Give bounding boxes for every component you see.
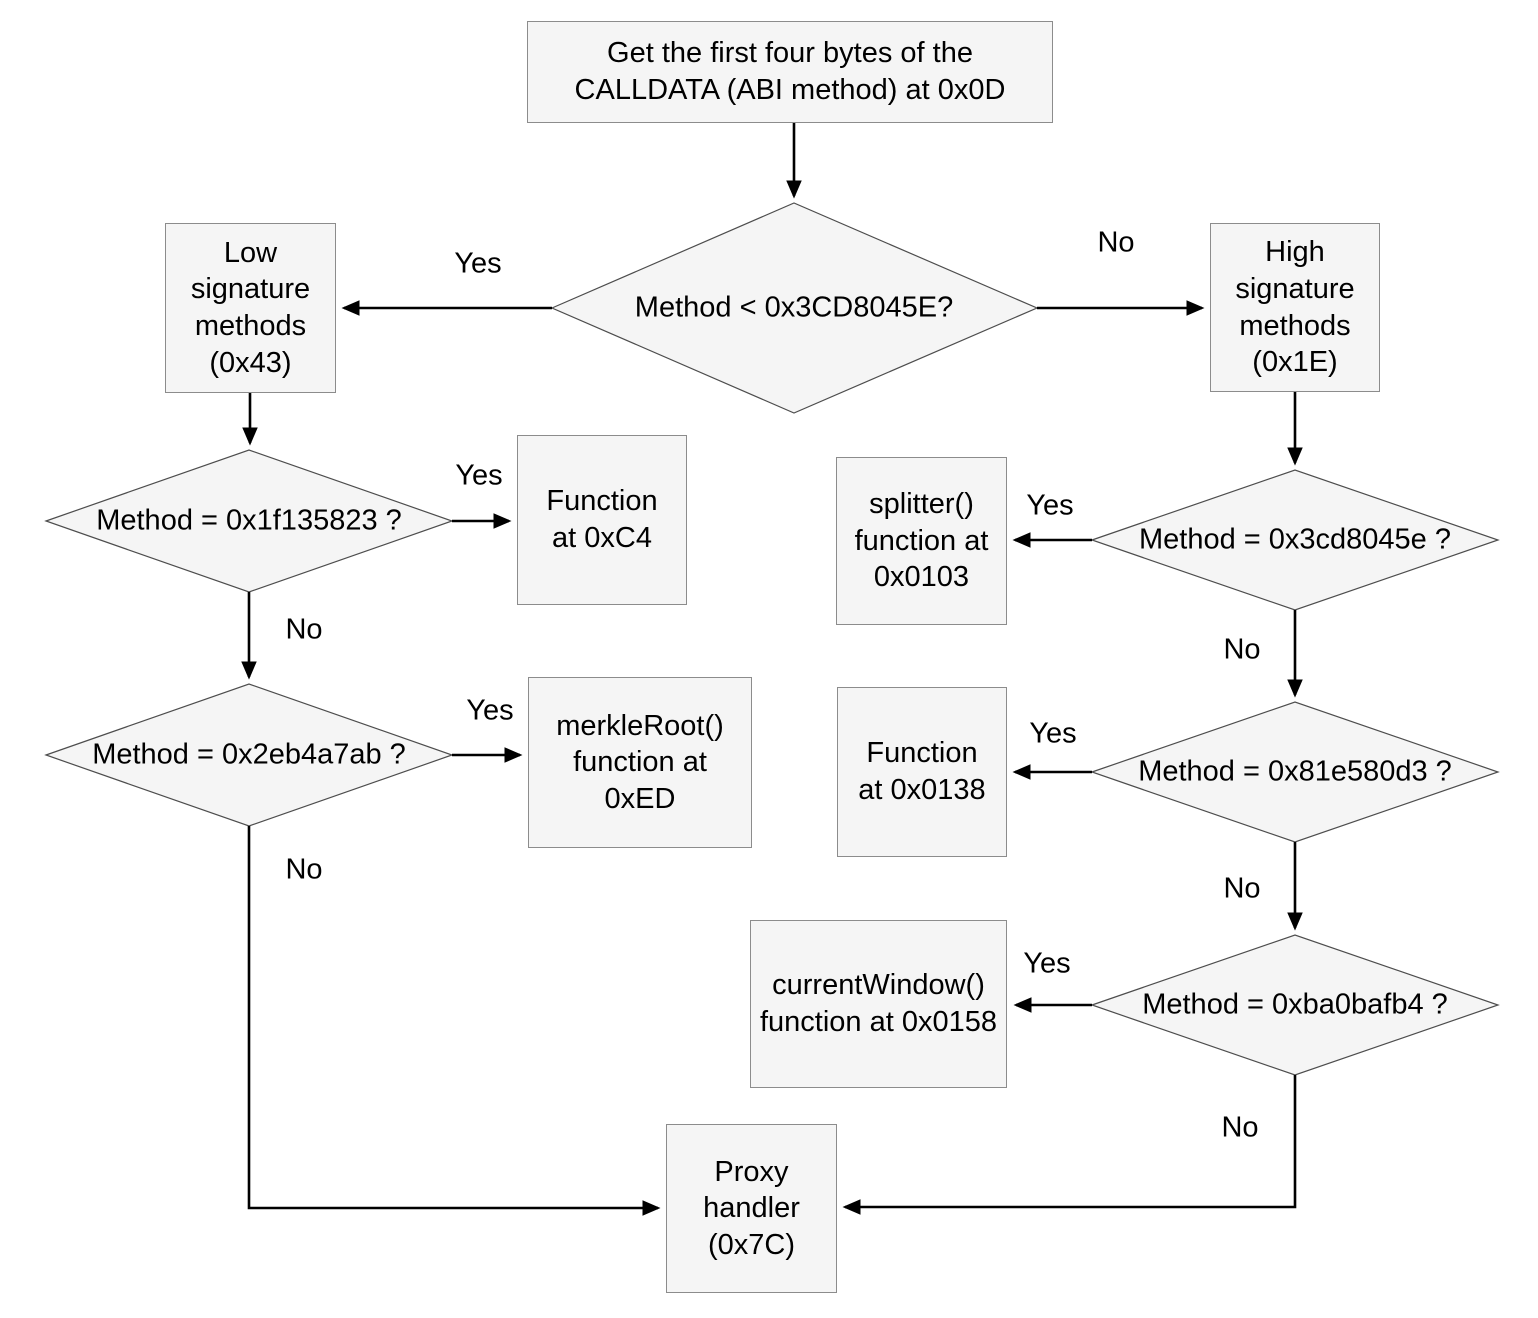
node-low-signature-methods: Low signature methods (0x43)	[165, 223, 336, 393]
node-label: merkleRoot() function at 0xED	[556, 709, 724, 815]
edge-label-check4-no: No	[1223, 872, 1261, 905]
arrow-check5-no-to-proxy	[842, 1075, 1297, 1215]
node-splitter-0x0103: splitter() function at 0x0103	[836, 457, 1007, 625]
decision-diamond-0x3cd8045e	[1090, 469, 1500, 611]
node-currentwindow-0x0158: currentWindow() function at 0x0158	[750, 920, 1007, 1088]
arrow-check2-no-to-proxy	[247, 826, 661, 1216]
decision-diamond-0x81e580d3	[1090, 701, 1500, 843]
edge-label-check2-yes: Yes	[466, 694, 514, 727]
node-label: High signature methods (0x1E)	[1235, 236, 1355, 379]
node-merkleroot-0xED: merkleRoot() function at 0xED	[528, 677, 752, 848]
node-label: Get the first four bytes of the CALLDATA…	[574, 37, 1006, 106]
node-proxy-handler: Proxy handler (0x7C)	[666, 1124, 837, 1293]
decision-diamond-0xba0bafb4	[1090, 934, 1500, 1076]
decision-label-0x2eb4a7ab: Method = 0x2eb4a7ab ?	[92, 738, 406, 771]
edge-label-main-no: No	[1097, 226, 1135, 259]
decision-label-0xba0bafb4: Method = 0xba0bafb4 ?	[1142, 988, 1448, 1021]
node-label: Function at 0x0138	[858, 737, 986, 806]
edge-label-check1-no: No	[285, 613, 323, 646]
edge-label-check4-yes: Yes	[1029, 717, 1077, 750]
decision-label-main: Method < 0x3CD8045E?	[634, 291, 954, 324]
node-label: Proxy handler (0x7C)	[703, 1155, 800, 1261]
edge-label-check5-no: No	[1221, 1111, 1259, 1144]
edge-label-check2-no: No	[285, 853, 323, 886]
edge-label-check1-yes: Yes	[455, 459, 503, 492]
edge-label-check3-yes: Yes	[1026, 489, 1074, 522]
node-function-0xC4: Function at 0xC4	[517, 435, 687, 605]
node-label: splitter() function at 0x0103	[854, 488, 989, 594]
node-label: Function at 0xC4	[546, 485, 658, 554]
decision-label-0x1f135823: Method = 0x1f135823 ?	[96, 504, 402, 537]
edge-label-check5-yes: Yes	[1023, 947, 1071, 980]
node-label: currentWindow() function at 0x0158	[759, 969, 997, 1038]
edge-label-check3-no: No	[1223, 633, 1261, 666]
node-label: Low signature methods (0x43)	[190, 236, 311, 379]
node-start: Get the first four bytes of the CALLDATA…	[527, 21, 1053, 123]
edge-label-main-yes: Yes	[454, 247, 502, 280]
node-high-signature-methods: High signature methods (0x1E)	[1210, 223, 1380, 392]
node-function-0x0138: Function at 0x0138	[837, 687, 1007, 857]
decision-label-0x3cd8045e: Method = 0x3cd8045e ?	[1139, 523, 1451, 556]
decision-label-0x81e580d3: Method = 0x81e580d3 ?	[1138, 755, 1452, 788]
